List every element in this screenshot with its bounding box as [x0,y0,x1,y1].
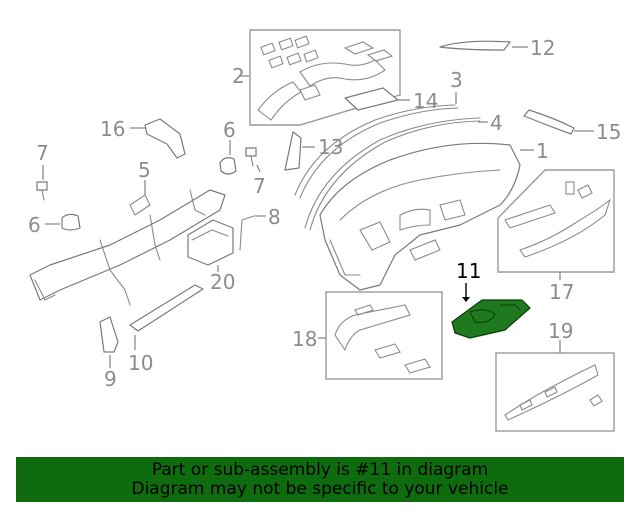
callout-3: 3 [450,68,463,92]
part-8-bracket[interactable] [239,215,255,251]
part-15-trim[interactable] [523,109,575,135]
part-6-clip-top[interactable] [219,157,237,175]
callout-16: 16 [100,117,125,141]
callout-10: 10 [128,351,153,375]
part-10-lower-trim[interactable] [129,284,204,332]
callout-6-top: 6 [223,118,236,142]
part-12-trim-strip[interactable] [439,40,511,51]
callout-1: 1 [536,139,549,163]
part-6-clip-left[interactable] [61,213,81,231]
callout-7-right: 7 [253,174,266,198]
part-11-highlighted[interactable] [451,299,531,339]
callout-13: 13 [318,135,343,159]
part-19-lower-panel-assembly[interactable] [495,352,615,432]
part-3-strip[interactable] [294,104,459,199]
callout-18: 18 [292,327,317,351]
callout-7-left: 7 [36,141,49,165]
part-5-crosscar-beam[interactable] [29,189,226,306]
part-7-bolt-right[interactable] [245,147,257,167]
callout-12: 12 [530,36,555,60]
part-4-strip[interactable] [304,117,481,231]
part-1-instrument-panel[interactable] [319,142,521,291]
callout-4: 4 [490,111,503,135]
part-9-side-cover[interactable] [99,316,119,353]
callout-19: 19 [548,319,573,343]
banner-line-2: Diagram may not be specific to your vehi… [131,479,509,499]
banner-line-1: Part or sub-assembly is #11 in diagram [151,460,489,480]
callout-15: 15 [596,120,621,144]
callout-11: 11 [456,259,481,283]
part-16-bracket[interactable] [144,118,186,159]
part-13-corner-trim[interactable] [284,131,302,171]
callout-20: 20 [210,270,235,294]
part-7-bolt-left[interactable] [36,181,48,201]
part-2-duct-assembly[interactable] [249,29,401,126]
callout-17: 17 [549,280,574,304]
info-banner: Part or sub-assembly is #11 in diagram D… [16,457,624,502]
part-20-airbag-module[interactable] [187,219,234,266]
callout-2: 2 [232,64,245,88]
callout-9: 9 [104,367,117,391]
part-17-glovebox-assembly[interactable] [497,169,615,273]
part-18-compartment-assembly[interactable] [325,291,443,380]
leader-11-arrow [462,297,470,302]
callout-5: 5 [138,158,151,182]
callout-8: 8 [268,205,281,229]
callout-6-left: 6 [28,213,41,237]
